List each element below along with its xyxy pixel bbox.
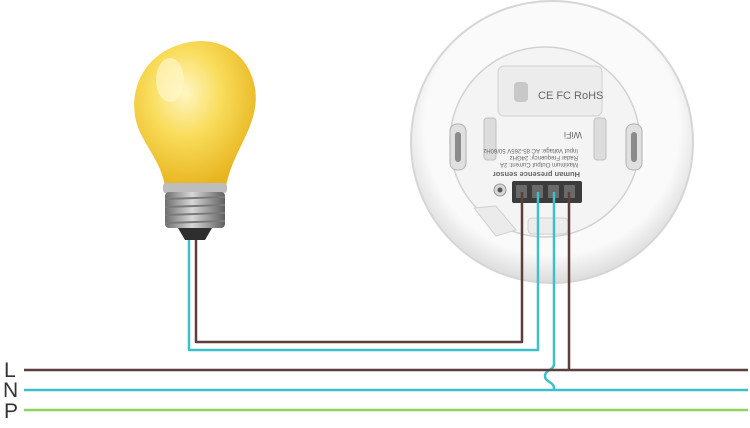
left-slot-screw [455,132,461,162]
device-button [514,82,528,102]
bulb-glass [134,41,256,188]
device-spec-radar: Radar Frequency: 24GHz [510,154,578,160]
device-left-clip [483,117,497,161]
screw-hole-center [497,187,503,193]
device-right-clip [593,117,607,161]
light-bulb [134,41,256,240]
right-slot-screw [631,132,637,162]
line-label-P: P [4,400,18,423]
line-label-N: N [3,379,18,402]
device-label-block: WiFi Input Voltage: AC 85-265V 50/60Hz R… [483,130,582,179]
bulb-contact [178,228,212,240]
line-label-L: L [4,359,16,382]
switched-live-wire [194,192,524,344]
device-title: Human presence sensor [493,170,580,179]
device-spec-current: Maximum Output Current: 2A [500,161,578,167]
bulb-highlight [156,58,184,102]
supply-lines: L N P [3,359,748,423]
device-bottom-tab [527,217,569,235]
neutral-feed-wire [543,192,556,390]
terminal-3 [548,185,559,198]
terminal-1 [516,185,527,198]
device-cert-marks: CE FC RoHS [538,90,603,102]
device-spec-voltage: Input Voltage: AC 85-265V 50/60Hz [483,147,578,153]
device-wifi-label: WiFi [564,130,582,140]
device-top-plate [497,65,603,117]
sensor-device: CE FC RoHS WiFi Input Voltage: AC 85-265… [410,0,694,284]
wires [187,192,571,390]
terminal-2 [532,185,543,198]
device-cable-guide [473,205,517,237]
neutral-lamp-wire [187,192,540,352]
terminal-4 [564,185,575,198]
bulb-neck [163,183,227,193]
bulb-screw-base [164,192,226,228]
